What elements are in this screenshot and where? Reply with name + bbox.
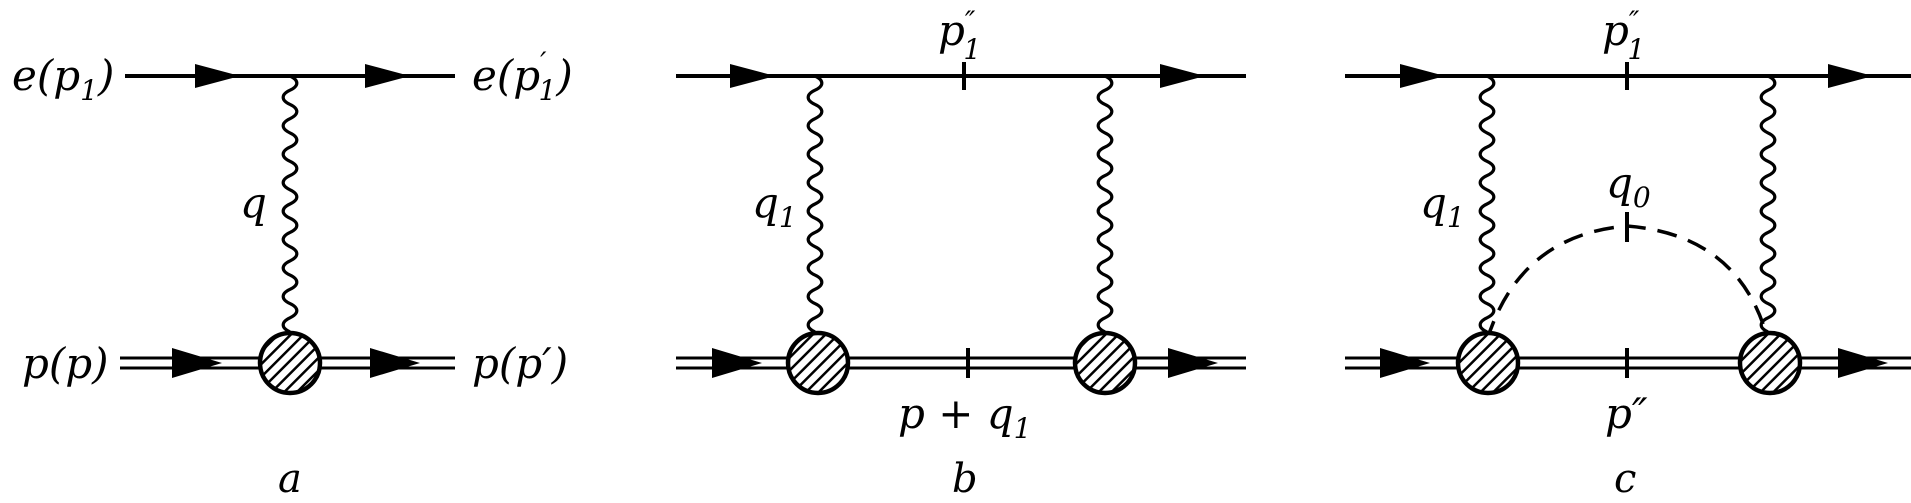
- vertex-blob: [1455, 330, 1521, 396]
- arrow-icon: [730, 64, 775, 88]
- arrow-icon: [195, 64, 240, 88]
- arrow-icon: [1828, 64, 1873, 88]
- scalar-line-c: [1485, 224, 1770, 341]
- vertex-blob: [1737, 330, 1803, 396]
- double-arrow-icon: [172, 348, 222, 378]
- label-electron-prop-b: p″1: [938, 5, 981, 66]
- photon-line-b2: [1096, 74, 1114, 334]
- label-photon-a: q: [240, 178, 267, 227]
- label-electron-out: e(p′1): [472, 46, 573, 107]
- caption-a: a: [278, 456, 302, 502]
- label-proton-in: p(p): [22, 339, 109, 388]
- vertex-blob: [1072, 330, 1138, 396]
- photon-line-b1: [806, 74, 824, 334]
- arrow-icon: [365, 64, 410, 88]
- double-arrow-icon: [712, 348, 762, 378]
- diagram-b: p″1 q1 p + q1 b: [676, 5, 1246, 502]
- vertex-blob: [257, 330, 323, 396]
- double-arrow-icon: [1168, 348, 1218, 378]
- label-photon-c: q1: [1420, 178, 1465, 234]
- label-scalar-c: q0: [1606, 158, 1651, 214]
- label-photon-b: q1: [752, 178, 797, 234]
- photon-line-c2: [1759, 74, 1777, 334]
- arrow-icon: [1160, 64, 1205, 88]
- vertex-blob: [785, 330, 851, 396]
- label-proton-out: p(p′): [472, 339, 568, 388]
- diagram-c: p″1 q1 q0 p″ c: [1345, 5, 1911, 502]
- caption-b: b: [952, 456, 978, 502]
- diagram-a: e(p1) e(p′1) q p(p) p(p′) a: [12, 46, 573, 502]
- photon-line-a: [281, 74, 299, 334]
- label-proton-prop-b: p + q1: [898, 389, 1032, 445]
- double-arrow-icon: [1380, 348, 1430, 378]
- caption-c: c: [1614, 456, 1636, 502]
- arrow-icon: [1400, 64, 1445, 88]
- label-proton-prop-c: p″: [1605, 389, 1648, 438]
- photon-line-c1: [1478, 74, 1496, 334]
- label-electron-in: e(p1): [12, 51, 114, 107]
- label-electron-prop-c: p″1: [1602, 5, 1645, 66]
- double-arrow-icon: [1838, 348, 1888, 378]
- double-arrow-icon: [370, 348, 420, 378]
